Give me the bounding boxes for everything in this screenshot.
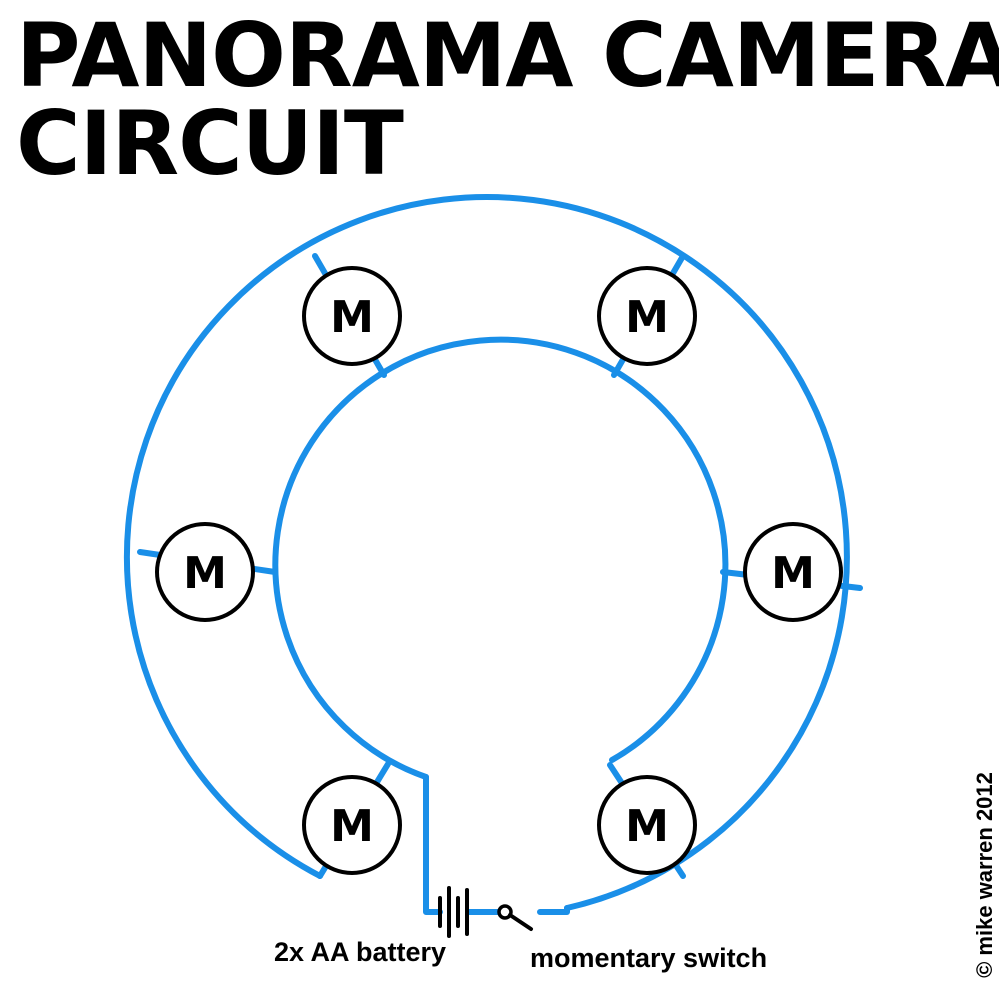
motor-lower-right: M (597, 775, 697, 875)
motor-label: M (330, 292, 374, 343)
motor-label: M (330, 801, 374, 852)
battery-icon (438, 886, 469, 938)
motor-upper-right: M (597, 266, 697, 366)
outer-wire (123, 194, 850, 911)
copyright-notice: © mike warren 2012 (972, 772, 997, 978)
inner-wire (272, 336, 729, 780)
motor-middle-left: M (155, 522, 255, 622)
motor-middle-right: M (743, 522, 843, 622)
motor-lower-left: M (302, 775, 402, 875)
battery-lead-wire (423, 774, 443, 915)
switch-label: momentary switch (530, 943, 768, 973)
motor-label: M (625, 292, 669, 343)
motor-upper-left: M (302, 266, 402, 366)
title-line-2: CIRCUIT (16, 92, 404, 195)
switch-icon (497, 904, 533, 931)
motor-label: M (183, 548, 227, 599)
battery-label: 2x AA battery (274, 937, 447, 967)
switch-lead-wire (537, 905, 570, 915)
title-line-1: PANORAMA CAMERA (16, 4, 999, 107)
motor-label: M (625, 801, 669, 852)
motor-label: M (771, 548, 815, 599)
